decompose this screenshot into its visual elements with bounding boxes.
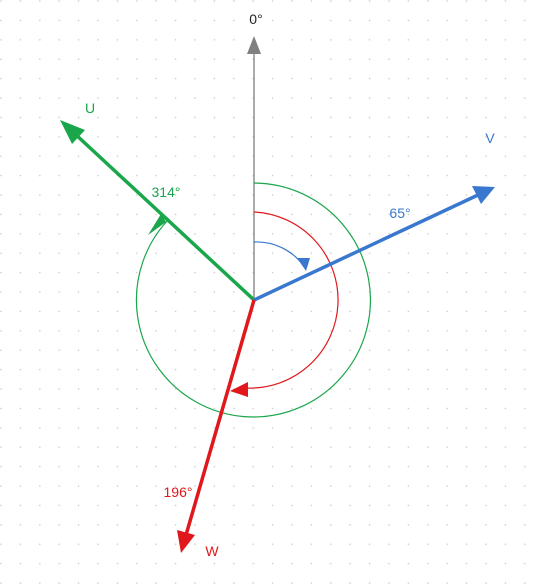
u-angle-arc [135, 182, 371, 418]
reference-label: 0° [249, 11, 262, 27]
u-arc-arrowhead-icon [148, 214, 166, 235]
w-angle-label: 196° [164, 484, 193, 500]
reference-arrowhead-icon [247, 36, 261, 54]
w-arc-arrowhead-icon [230, 382, 248, 397]
v-label: V [485, 130, 495, 146]
v-angle-label: 65° [389, 205, 410, 221]
u-angle-label: 314° [152, 184, 181, 200]
w-label: W [205, 543, 219, 559]
phasor-w: W 196° [164, 299, 256, 559]
reference-axis: 0° [247, 11, 263, 300]
phasor-u: U 314° [60, 100, 256, 302]
v-arc-arrowhead-icon [297, 258, 310, 271]
v-arrowhead-icon [472, 186, 495, 204]
u-arrowhead-icon [60, 120, 85, 144]
w-arrowhead-icon [177, 530, 195, 553]
phasor-v: V 65° [253, 130, 495, 302]
w-angle-arc [245, 211, 339, 389]
u-label: U [85, 100, 95, 116]
angle-arcs [135, 182, 371, 418]
